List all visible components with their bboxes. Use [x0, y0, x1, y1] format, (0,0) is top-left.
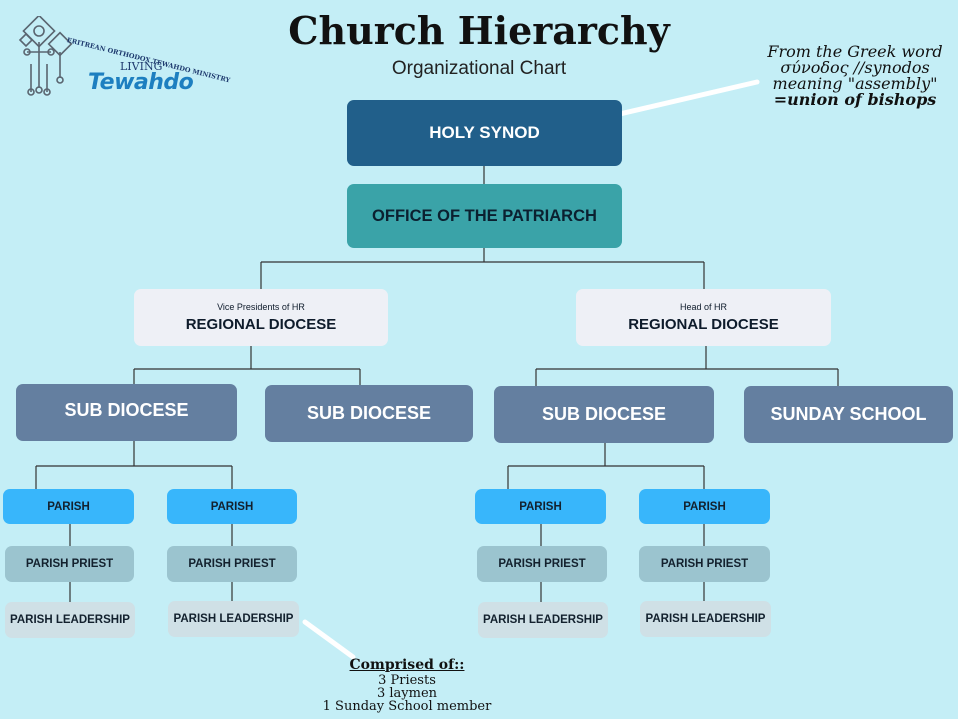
- parish-priest-label-4: PARISH PRIEST: [660, 558, 749, 570]
- parish-priest-node-3: PARISH PRIEST: [477, 546, 607, 582]
- parish-node-4: PARISH: [639, 489, 770, 524]
- parish-leadership-label-3: PARISH LEADERSHIP: [483, 614, 603, 626]
- regional-diocese-left-node: Vice Presidents of HR REGIONAL DIOCESE: [134, 289, 388, 346]
- leadership-note-line3: 1 Sunday School member: [322, 699, 492, 714]
- synod-note: From the Greek word σύνοδος //synodos me…: [760, 44, 950, 108]
- parish-priest-node-1: PARISH PRIEST: [5, 546, 134, 582]
- ornate-cross-icon: [18, 16, 73, 96]
- leadership-note-heading: Comprised of::: [349, 657, 465, 673]
- synod-note-line2: σύνοδος //synodos: [780, 58, 930, 77]
- parish-leadership-node-1: PARISH LEADERSHIP: [5, 602, 135, 638]
- parish-priest-label-3: PARISH PRIEST: [498, 558, 586, 570]
- regional-diocese-right-node: Head of HR REGIONAL DIOCESE: [576, 289, 831, 346]
- parish-label-2: PARISH: [210, 500, 254, 513]
- sub-diocese-label-1: SUB DIOCESE: [64, 400, 189, 420]
- regional-right-label: REGIONAL DIOCESE: [628, 316, 779, 333]
- synod-note-line3: meaning "assembly": [772, 74, 938, 93]
- sunday-school-node: SUNDAY SCHOOL: [744, 386, 953, 443]
- regional-left-head: Vice Presidents of HR: [217, 302, 305, 312]
- logo: ERITREAN ORTHODOX TEWAHDO MINISTRY LIVIN…: [12, 16, 231, 100]
- page-subtitle: Organizational Chart: [391, 58, 567, 79]
- logo-living: LIVING: [120, 60, 163, 73]
- parish-label-1: PARISH: [47, 500, 90, 513]
- parish-leadership-label-2: PARISH LEADERSHIP: [173, 613, 294, 625]
- parish-priest-node-4: PARISH PRIEST: [639, 546, 770, 582]
- page-title: Church Hierarchy: [288, 8, 670, 53]
- parish-label-4: PARISH: [683, 500, 726, 513]
- parish-node-2: PARISH: [167, 489, 297, 524]
- sub-diocese-node-2: SUB DIOCESE: [265, 385, 473, 442]
- parish-node-1: PARISH: [3, 489, 134, 524]
- sub-diocese-node-1: SUB DIOCESE: [16, 384, 237, 441]
- sub-diocese-label-2: SUB DIOCESE: [306, 403, 432, 423]
- parish-leadership-node-4: PARISH LEADERSHIP: [640, 601, 771, 637]
- sub-diocese-label-3: SUB DIOCESE: [541, 404, 667, 424]
- holy-synod-node: HOLY SYNOD: [347, 100, 622, 166]
- leadership-note-line2: 3 laymen: [376, 686, 438, 701]
- synod-note-line4: =union of bishops: [773, 90, 937, 109]
- regional-right-head: Head of HR: [679, 302, 728, 312]
- parish-leadership-node-3: PARISH LEADERSHIP: [478, 602, 608, 638]
- sunday-school-label: SUNDAY SCHOOL: [770, 404, 927, 424]
- parish-label-3: PARISH: [519, 500, 562, 513]
- regional-left-label: REGIONAL DIOCESE: [185, 316, 337, 333]
- parish-priest-node-2: PARISH PRIEST: [167, 546, 297, 582]
- parish-leadership-node-2: PARISH LEADERSHIP: [168, 601, 299, 637]
- sub-diocese-node-3: SUB DIOCESE: [494, 386, 714, 443]
- parish-leadership-label-4: PARISH LEADERSHIP: [645, 613, 766, 625]
- parish-priest-label-2: PARISH PRIEST: [188, 558, 276, 570]
- synod-note-line1: From the Greek word: [767, 42, 943, 61]
- leadership-note: Comprised of:: 3 Priests 3 laymen 1 Sund…: [300, 657, 514, 714]
- parish-node-3: PARISH: [475, 489, 606, 524]
- leadership-note-line1: 3 Priests: [378, 673, 436, 688]
- parish-priest-label-1: PARISH PRIEST: [25, 558, 114, 570]
- patriarch-label: OFFICE OF THE PATRIARCH: [372, 206, 597, 225]
- logo-brand: Tewahdo: [88, 70, 194, 95]
- parish-leadership-label-1: PARISH LEADERSHIP: [10, 614, 130, 626]
- patriarch-node: OFFICE OF THE PATRIARCH: [347, 184, 622, 248]
- holy-synod-label: HOLY SYNOD: [429, 123, 540, 142]
